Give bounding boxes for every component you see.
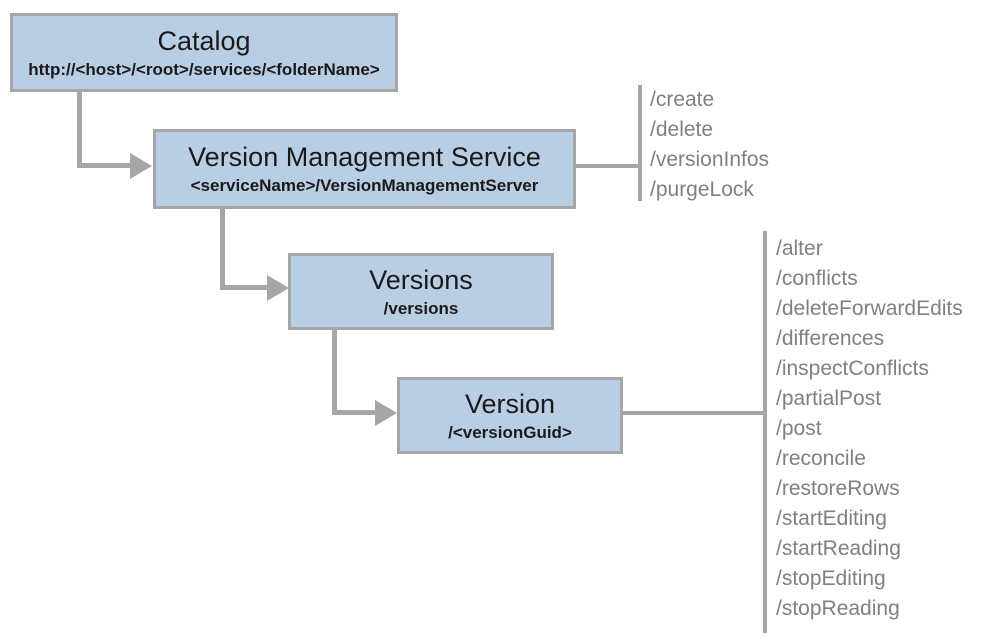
arrowhead-to-versions-icon bbox=[267, 275, 289, 301]
endpoint-item: /post bbox=[776, 417, 822, 440]
endpoint-item: /delete bbox=[650, 118, 714, 141]
endpoint-item: /deleteForwardEdits bbox=[776, 297, 963, 320]
node-vms-subtitle: <serviceName>/VersionManagementServer bbox=[190, 176, 539, 195]
endpoint-item: /alter bbox=[776, 237, 823, 260]
connector-version-to-endpoints bbox=[623, 411, 763, 415]
connector-versions-to-version-vertical bbox=[332, 330, 337, 415]
node-catalog-title: Catalog bbox=[157, 25, 251, 56]
connector-vms-to-endpoints bbox=[576, 164, 638, 168]
node-version-subtitle: /<versionGuid> bbox=[448, 422, 572, 442]
endpoint-item: /inspectConflicts bbox=[776, 357, 929, 380]
endpoint-bracket-vms bbox=[638, 85, 642, 201]
arrowhead-to-version-icon bbox=[375, 400, 397, 426]
node-version: Version /<versionGuid> bbox=[397, 377, 623, 454]
node-vms-title: Version Management Service bbox=[188, 142, 541, 172]
endpoint-item: /differences bbox=[776, 327, 885, 350]
connector-catalog-to-vms-vertical bbox=[77, 91, 82, 166]
node-versions: Versions /versions bbox=[288, 253, 554, 330]
endpoint-item: /conflicts bbox=[776, 267, 858, 290]
endpoint-item: /restoreRows bbox=[776, 477, 900, 500]
arrowhead-to-vms-icon bbox=[130, 153, 152, 179]
node-version-management-service: Version Management Service <serviceName>… bbox=[153, 129, 576, 209]
connector-catalog-to-vms-horizontal bbox=[77, 163, 130, 168]
endpoint-item: /create bbox=[650, 88, 715, 111]
endpoint-item: /purgeLock bbox=[650, 178, 754, 201]
endpoint-bracket-version bbox=[763, 231, 767, 633]
connector-versions-to-version-horizontal bbox=[332, 410, 377, 415]
connector-vms-to-versions-vertical bbox=[220, 209, 225, 290]
endpoint-item: /startEditing bbox=[776, 507, 887, 530]
endpoint-item: /reconcile bbox=[776, 447, 866, 470]
connector-vms-to-versions-horizontal bbox=[220, 285, 269, 290]
endpoint-list-version: /alter/conflicts/deleteForwardEdits/diff… bbox=[776, 234, 963, 624]
node-version-title: Version bbox=[464, 388, 556, 419]
endpoint-item: /versionInfos bbox=[650, 148, 770, 171]
node-versions-subtitle: /versions bbox=[383, 298, 459, 318]
endpoint-item: /stopEditing bbox=[776, 567, 886, 590]
node-versions-title: Versions bbox=[369, 264, 473, 295]
node-catalog: Catalog http://<host>/<root>/services/<f… bbox=[10, 13, 398, 92]
endpoint-item: /partialPost bbox=[776, 387, 882, 410]
endpoint-item: /startReading bbox=[776, 537, 901, 560]
endpoint-list-version-management: /create/delete/versionInfos/purgeLock bbox=[650, 85, 769, 205]
node-catalog-subtitle: http://<host>/<root>/services/<folderNam… bbox=[28, 59, 380, 79]
endpoint-item: /stopReading bbox=[776, 597, 900, 620]
